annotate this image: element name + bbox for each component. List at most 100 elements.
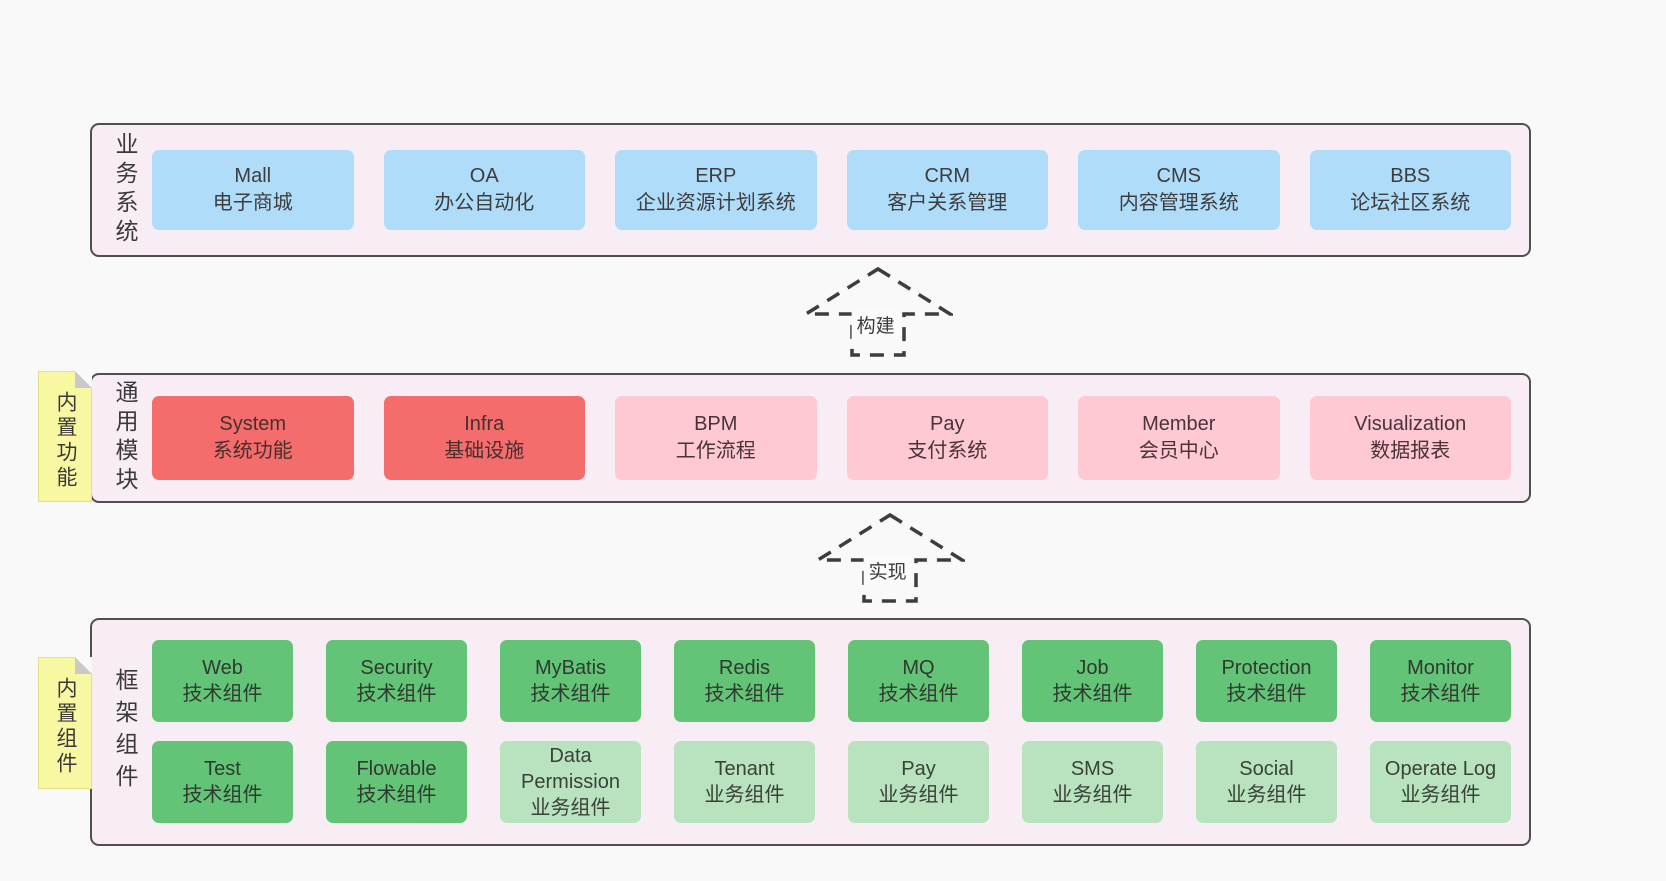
box-security: Security 技术组件 [326,640,467,722]
box-title: Monitor [1407,657,1474,679]
box-title: ERP [695,165,737,187]
box-web: Web 技术组件 [152,640,293,722]
box-subtitle: 技术组件 [182,784,263,806]
box-subtitle: 客户关系管理 [887,192,1008,214]
box-mall: Mall 电子商城 [152,150,354,230]
box-title: Operate Log [1384,758,1497,780]
box-subtitle: 系统功能 [212,440,293,462]
box-sms: SMS 业务组件 [1022,741,1163,823]
sticky-built-in-components-label: 内置组件 [54,677,77,777]
panel-business-label: 业务系统 [112,132,138,248]
panel-common-modules: 通用模块 System 系统功能 Infra 基础设施 BPM 工作流程 Pay… [90,373,1531,503]
box-title: Social [1239,758,1294,780]
box-bbs: BBS 论坛社区系统 [1309,150,1511,230]
box-visualization: Visualization 数据报表 [1309,396,1511,480]
box-title: Pay [901,758,936,780]
box-member: Member 会员中心 [1078,396,1280,480]
box-test: Test 技术组件 [152,741,293,823]
box-title: Member [1142,413,1216,435]
box-system: System 系统功能 [152,396,354,480]
box-title: Security [360,657,433,679]
box-subtitle: 支付系统 [907,440,988,462]
box-title: OA [469,165,499,187]
box-subtitle: 技术组件 [1226,683,1307,705]
box-bpm: BPM 工作流程 [615,396,817,480]
dashed-up-arrow-icon [811,512,969,603]
panel-components-label: 框架组件 [112,668,138,796]
box-erp: ERP 企业资源计划系统 [615,150,817,230]
box-title: SMS [1070,758,1115,780]
box-redis: Redis 技术组件 [674,640,815,722]
sticky-built-in-components: 内置组件 [38,657,92,789]
box-tenant: Tenant 业务组件 [674,741,815,823]
box-title: Job [1076,657,1109,679]
components-row-1: Web 技术组件 Security 技术组件 MyBatis 技术组件 Redi… [152,640,1511,722]
dashed-up-arrow-icon [799,266,957,357]
box-oa: OA 办公自动化 [383,150,585,230]
folded-corner-icon [75,657,92,674]
box-title: CMS [1156,165,1201,187]
box-title: Tenant [714,758,775,780]
box-flowable: Flowable 技术组件 [326,741,467,823]
box-subtitle: 技术组件 [704,683,785,705]
box-subtitle: 企业资源计划系统 [635,192,796,214]
box-cms: CMS 内容管理系统 [1078,150,1280,230]
box-pay: Pay 支付系统 [846,396,1048,480]
box-title: Flowable [356,758,437,780]
box-title: System [219,413,287,435]
box-subtitle: 业务组件 [1052,784,1133,806]
box-subtitle: 论坛社区系统 [1350,192,1471,214]
box-subtitle: 办公自动化 [434,192,535,214]
components-row-2: Test 技术组件 Flowable 技术组件 Data Permission … [152,741,1511,823]
modules-box-row: System 系统功能 Infra 基础设施 BPM 工作流程 Pay 支付系统… [152,375,1511,501]
box-operate-log: Operate Log 业务组件 [1370,741,1511,823]
box-social: Social 业务组件 [1196,741,1337,823]
arrow-build-label: 构建 [851,310,900,339]
box-subtitle: 业务组件 [1226,784,1307,806]
box-data-permission: Data Permission 业务组件 [500,741,641,823]
arrow-implement: 实现 [811,512,969,604]
box-subtitle: 技术组件 [1052,683,1133,705]
box-subtitle: 技术组件 [1400,683,1481,705]
box-title: Redis [718,657,771,679]
arrow-implement-label: 实现 [863,556,912,585]
box-title: Mall [234,165,272,187]
box-title: BBS [1390,165,1431,187]
panel-modules-label: 通用模块 [112,380,138,496]
box-title: Protection [1221,657,1312,679]
box-mybatis: MyBatis 技术组件 [500,640,641,722]
box-subtitle: 技术组件 [878,683,959,705]
box-subtitle: 业务组件 [878,784,959,806]
sticky-built-in-features: 内置功能 [38,371,92,502]
box-subtitle: 内容管理系统 [1118,192,1239,214]
box-crm: CRM 客户关系管理 [846,150,1048,230]
box-title: MyBatis [534,657,607,679]
box-protection: Protection 技术组件 [1196,640,1337,722]
box-title: MQ [902,657,935,679]
box-subtitle: 技术组件 [356,683,437,705]
box-subtitle: 业务组件 [1400,784,1481,806]
box-subtitle: 业务组件 [704,784,785,806]
box-title: Pay [930,413,965,435]
arrow-build: 构建 [799,266,957,358]
folded-corner-icon [75,371,92,388]
box-subtitle: 技术组件 [182,683,263,705]
box-title: Data Permission [521,745,620,793]
business-box-row: Mall 电子商城 OA 办公自动化 ERP 企业资源计划系统 CRM 客户关系… [152,125,1511,255]
box-title: Visualization [1354,413,1467,435]
box-mq: MQ 技术组件 [848,640,989,722]
box-subtitle: 技术组件 [356,784,437,806]
box-title: CRM [924,165,971,187]
panel-business-systems: 业务系统 Mall 电子商城 OA 办公自动化 ERP 企业资源计划系统 CRM… [90,123,1531,257]
box-subtitle: 会员中心 [1138,440,1219,462]
box-subtitle: 基础设施 [444,440,525,462]
box-title: Infra [464,413,505,435]
box-subtitle: 电子商城 [212,192,293,214]
components-grid: Web 技术组件 Security 技术组件 MyBatis 技术组件 Redi… [152,640,1511,823]
sticky-built-in-features-label: 内置功能 [54,390,77,491]
box-subtitle: 数据报表 [1370,440,1451,462]
box-title: Web [202,657,243,679]
box-title: BPM [694,413,738,435]
box-subtitle: 业务组件 [530,797,611,819]
